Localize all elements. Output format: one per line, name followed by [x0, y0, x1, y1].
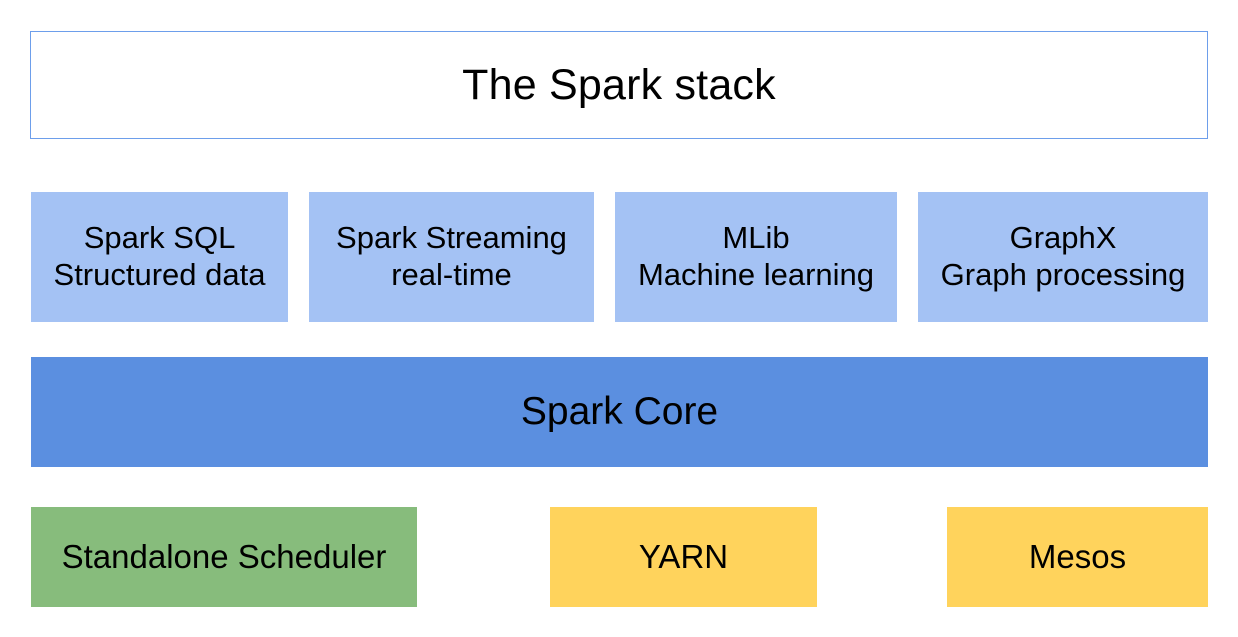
- component-box-spark-sql: Spark SQL Structured data: [31, 192, 288, 322]
- component-description-label: Graph processing: [940, 257, 1186, 292]
- component-box-graphx: GraphX Graph processing: [918, 192, 1208, 322]
- cluster-manager-label: YARN: [638, 537, 729, 575]
- cluster-manager-box-yarn: YARN: [550, 507, 817, 607]
- component-name-label: MLib: [722, 220, 790, 256]
- component-description-label: real-time: [391, 257, 512, 292]
- spark-core-label: Spark Core: [520, 389, 719, 433]
- component-box-spark-streaming: Spark Streaming real-time: [309, 192, 594, 322]
- component-box-mlib: MLib Machine learning: [615, 192, 897, 322]
- component-name-label: Spark Streaming: [336, 220, 567, 256]
- diagram-title-label: The Spark stack: [462, 60, 776, 109]
- component-name-label: GraphX: [1009, 220, 1117, 256]
- component-description-label: Machine learning: [637, 257, 875, 292]
- component-name-label: Spark SQL: [83, 220, 236, 256]
- cluster-manager-label: Standalone Scheduler: [61, 537, 387, 575]
- cluster-manager-box-mesos: Mesos: [947, 507, 1208, 607]
- cluster-manager-label: Mesos: [1028, 537, 1127, 575]
- spark-core-box: Spark Core: [31, 357, 1208, 467]
- cluster-manager-box-standalone-scheduler: Standalone Scheduler: [31, 507, 417, 607]
- component-description-label: Structured data: [53, 257, 266, 292]
- diagram-title-box: The Spark stack: [30, 31, 1208, 139]
